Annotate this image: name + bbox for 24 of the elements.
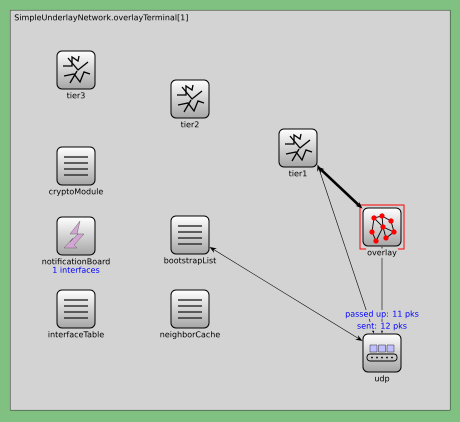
module-title: SimpleUnderlayNetwork.overlayTerminal[1] <box>14 14 188 22</box>
module-label: bootstrapList <box>162 256 218 266</box>
module-label: interfaceTable <box>46 330 106 338</box>
status-text: passed up: 11 pks <box>344 310 420 319</box>
lightning-icon <box>56 216 96 256</box>
module-label: tier1 <box>288 169 308 178</box>
module-label: notificationBoard <box>40 257 112 266</box>
status-text: sent: 12 pks <box>356 322 408 331</box>
queue-icon <box>362 334 402 372</box>
puzzle-icon <box>170 80 210 118</box>
puzzle-icon <box>56 50 96 90</box>
list-icon <box>170 216 210 254</box>
module-label: tier2 <box>180 120 200 128</box>
network-icon <box>360 204 404 250</box>
list-icon <box>170 290 210 328</box>
module-label: cryptoModule <box>48 187 104 197</box>
module-label: neighborCache <box>158 330 222 340</box>
list-icon <box>56 290 96 328</box>
module-label: udp <box>373 374 391 384</box>
module-label: overlay <box>366 248 398 258</box>
puzzle-icon <box>278 128 318 168</box>
status-text: 1 interfaces <box>52 266 100 274</box>
list-icon <box>56 146 96 186</box>
module-label: tier3 <box>66 91 86 100</box>
